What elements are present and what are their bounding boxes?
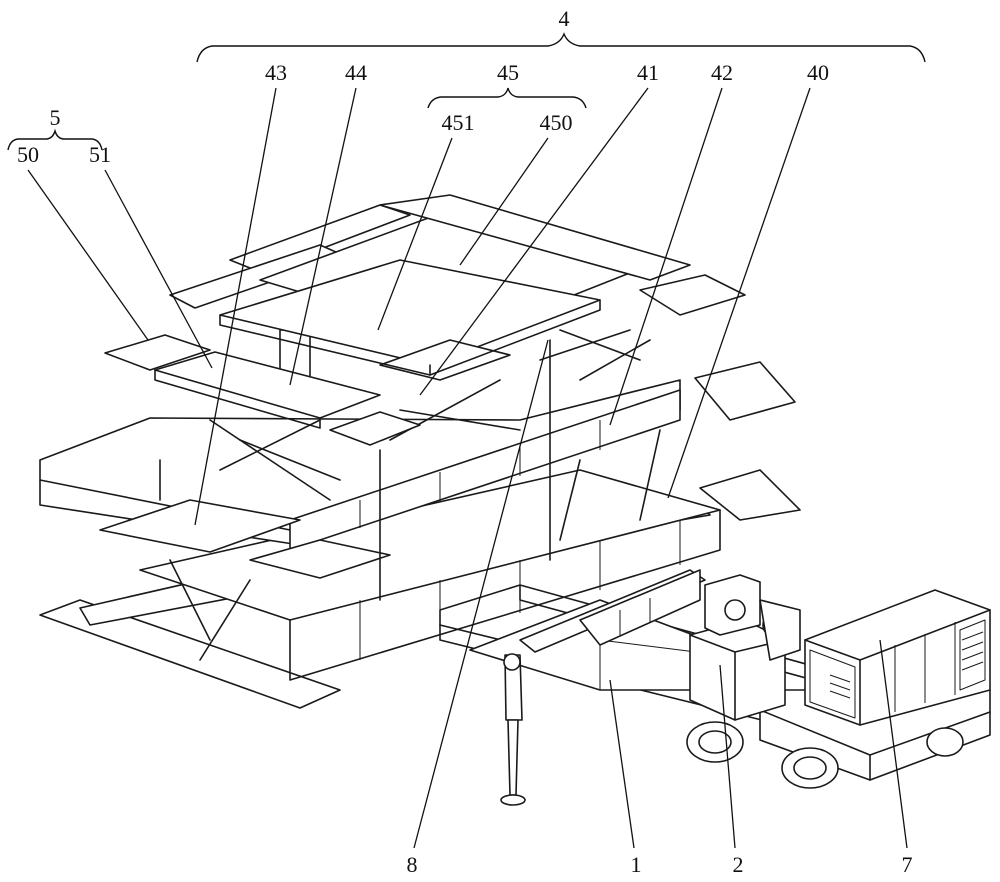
hydraulic-unit [689, 574, 801, 721]
label-4: 4 [559, 6, 570, 31]
label-5: 5 [50, 105, 61, 130]
label-7: 7 [902, 852, 913, 877]
label-51: 51 [89, 142, 111, 167]
label-50: 50 [17, 142, 39, 167]
label-41: 41 [637, 60, 659, 85]
label-43: 43 [265, 60, 287, 85]
outrigger-leg [500, 653, 526, 806]
control-box [804, 589, 991, 726]
middle-frame [39, 339, 681, 601]
brace-45 [427, 87, 587, 109]
label-2: 2 [733, 852, 744, 877]
callout-labels: 4 43 44 45 41 42 40 451 450 5 50 51 8 1 … [17, 6, 913, 877]
label-450: 450 [540, 110, 573, 135]
label-1: 1 [631, 852, 642, 877]
label-42: 42 [711, 60, 733, 85]
lower-platform [39, 361, 801, 709]
brace-5 [7, 128, 103, 151]
label-44: 44 [345, 60, 367, 85]
label-40: 40 [807, 60, 829, 85]
scissor-lift [209, 329, 651, 501]
leader-lines [27, 87, 908, 849]
label-8: 8 [407, 852, 418, 877]
side-panels [104, 334, 421, 446]
label-451: 451 [442, 110, 475, 135]
wheels [686, 721, 964, 789]
upper-platform [169, 194, 746, 381]
brace-4 [196, 32, 926, 63]
label-45: 45 [497, 60, 519, 85]
